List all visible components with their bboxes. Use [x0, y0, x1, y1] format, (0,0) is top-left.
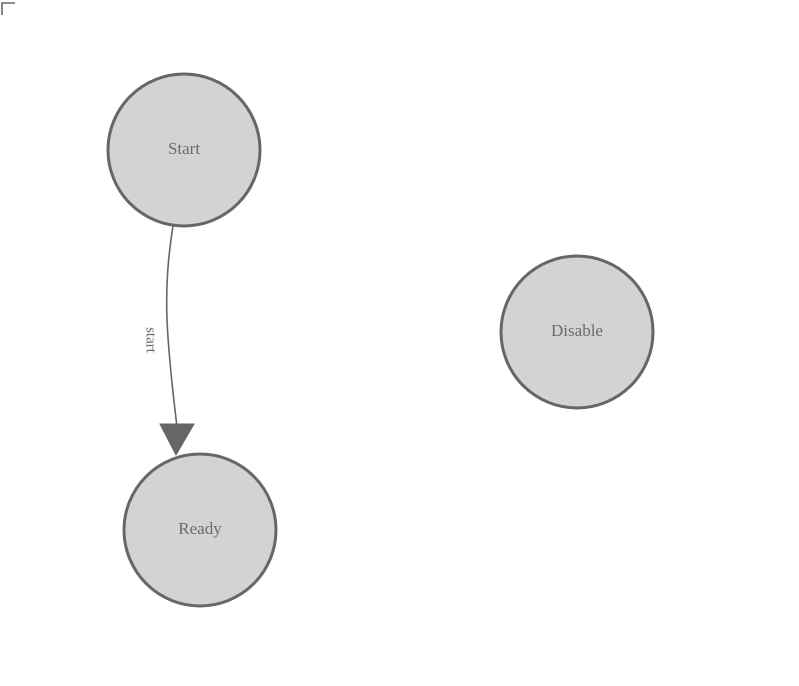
node-start-label: Start: [168, 139, 200, 158]
node-disable[interactable]: Disable: [499, 254, 655, 410]
node-start[interactable]: Start: [106, 72, 262, 228]
node-ready[interactable]: Ready: [122, 452, 278, 608]
node-ready-circle[interactable]: [122, 452, 278, 608]
node-start-circle[interactable]: [106, 72, 262, 228]
edge-line: [165, 225, 179, 436]
canvas-corner-bracket-icon: [1, 2, 15, 15]
edge-start-to-ready[interactable]: start: [143, 225, 195, 457]
node-disable-label: Disable: [551, 321, 603, 340]
node-ready-label: Ready: [178, 519, 222, 538]
node-disable-circle[interactable]: [499, 254, 655, 410]
arrowhead-icon: [159, 423, 195, 457]
edge-label-start: start: [143, 327, 159, 354]
